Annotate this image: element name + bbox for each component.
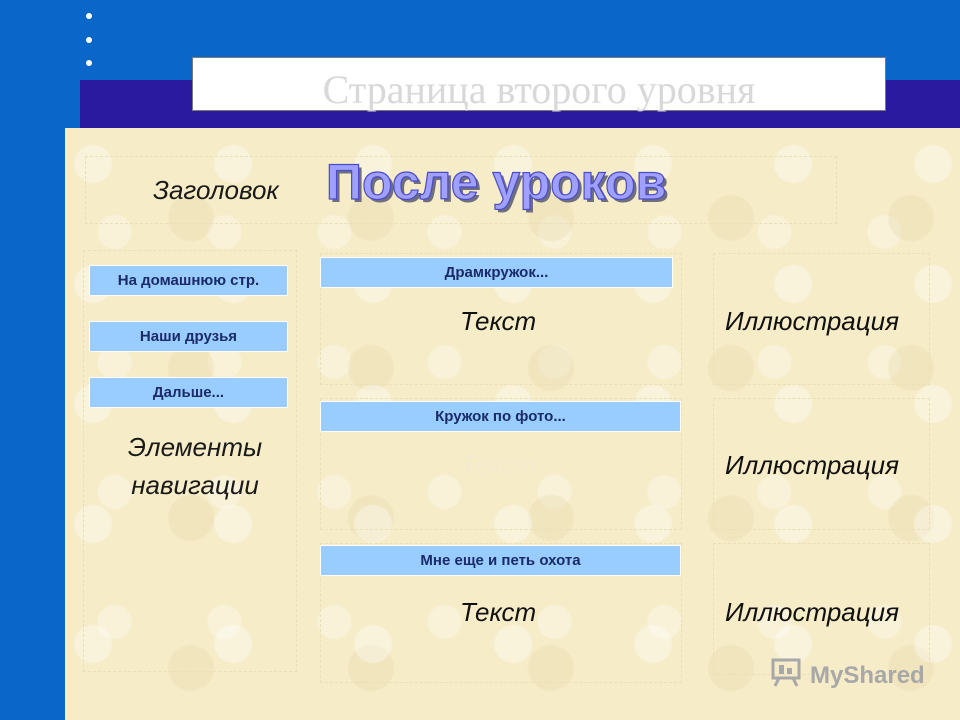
nav-friends-button[interactable]: Наши друзья <box>89 321 288 352</box>
section-title: После уроков <box>325 153 667 210</box>
nav-next-button[interactable]: Дальше... <box>89 377 288 408</box>
header-cell <box>85 156 837 224</box>
nav-caption: Элементы навигации <box>90 428 300 504</box>
text-cell-2 <box>320 398 682 530</box>
decor-dot-1 <box>86 13 92 19</box>
illus-cell-3 <box>713 543 930 675</box>
text-cell-1 <box>320 253 682 385</box>
illus-cell-2 <box>713 398 930 530</box>
nav-caption-line1: Элементы <box>127 432 263 462</box>
presentation-icon <box>770 656 804 695</box>
nav-caption-line2: навигации <box>131 470 259 500</box>
drama-club-button[interactable]: Драмкружок... <box>320 257 673 288</box>
photo-club-button[interactable]: Кружок по фото... <box>320 401 681 432</box>
section-illustration-3: Иллюстрация <box>725 597 899 627</box>
section-text-1: Текст <box>460 306 537 336</box>
watermark-text: MyShared <box>810 661 925 689</box>
decor-dot-2 <box>86 37 92 43</box>
section-illustration-2: Иллюстрация <box>725 450 899 480</box>
header-label: Заголовок <box>153 175 279 205</box>
decor-dot-3 <box>86 60 92 66</box>
illus-cell-1 <box>713 253 930 385</box>
section-text-3: Текст <box>460 597 537 627</box>
watermark: MyShared <box>770 656 925 695</box>
page-title: Страница второго уровня <box>192 57 886 111</box>
text-cell-3 <box>320 543 682 683</box>
nav-home-button[interactable]: На домашнюю стр. <box>89 265 288 296</box>
nav-cell <box>83 250 297 672</box>
section-illustration-1: Иллюстрация <box>725 306 899 336</box>
section-text-2: Текст <box>460 450 537 480</box>
singing-club-button[interactable]: Мне еще и петь охота <box>320 545 681 576</box>
